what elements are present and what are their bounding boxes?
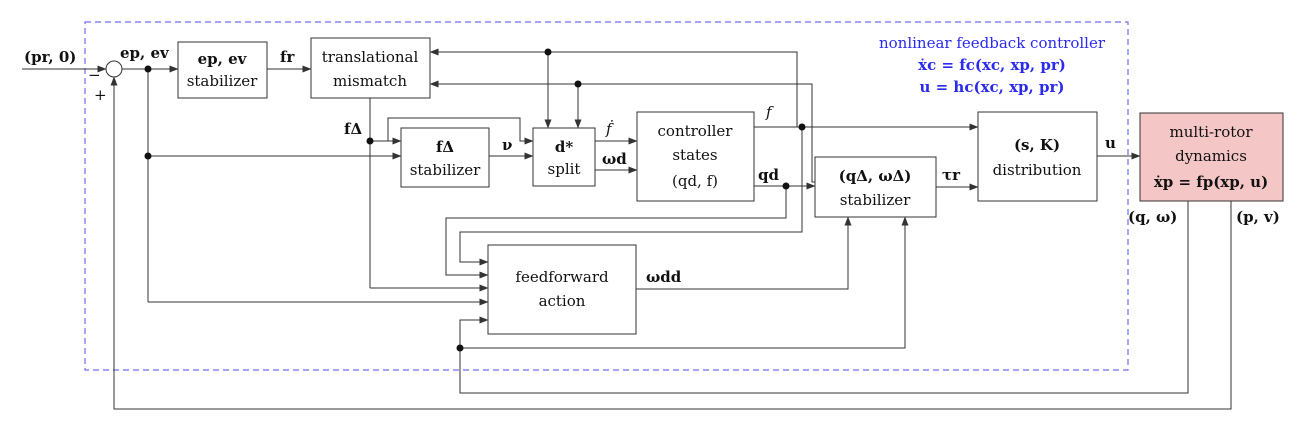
svg-text:multi-rotor: multi-rotor [1169,123,1253,141]
svg-text:stabilizer: stabilizer [840,191,911,209]
ep-ev-stabilizer-block: ep, ev stabilizer [177,41,268,99]
svg-text:split: split [548,160,581,178]
svg-text:d*: d* [555,138,573,156]
translational-mismatch-block: translational mismatch [310,37,431,99]
q-omega-label: (q, ω) [1128,208,1177,226]
f-dot-label: ḟ [605,120,614,138]
u-label: u [1105,134,1116,152]
nu-label: ν [502,136,512,154]
omega-dd-label: ωdd [646,268,682,286]
q-omega-stabilizer-block: (qΔ, ωΔ) stabilizer [814,156,937,218]
junction-dots [144,48,806,352]
f-label: f [765,103,774,121]
controller-states-block: controller states (qd, f) [636,111,755,202]
svg-text:stabilizer: stabilizer [187,72,258,90]
svg-text:(qd, f): (qd, f) [672,172,718,190]
feedforward-action-block: feedforward action [487,244,637,335]
svg-text:(s, K): (s, K) [1014,136,1060,154]
multi-rotor-dynamics-block: multi-rotor dynamics ẋp = fp(xp, u) [1139,112,1284,202]
svg-text:mismatch: mismatch [333,72,407,90]
svg-text:translational: translational [322,48,419,66]
f-delta-stabilizer-block: fΔ stabilizer [400,127,490,188]
svg-text:dynamics: dynamics [1175,147,1247,165]
f-delta-label: fΔ [344,120,362,138]
distribution-block: (s, K) distribution [977,111,1098,202]
controller-output-equation: u = hc(xc, xp, pr) [920,78,1065,96]
qd-label: qd [758,166,779,184]
summing-junction [105,60,123,78]
controller-boundary [84,21,1129,371]
plus-sign: + [94,86,107,104]
svg-text:ẋp = fp(xp, u): ẋp = fp(xp, u) [1154,173,1268,191]
controller-title: nonlinear feedback controller [879,34,1106,52]
svg-text:(qΔ, ωΔ): (qΔ, ωΔ) [839,167,912,185]
reference-label: (pr, 0) [24,48,76,66]
svg-text:fΔ: fΔ [436,138,454,156]
svg-text:stabilizer: stabilizer [410,161,481,179]
fr-label: fr [280,48,295,66]
minus-sign: − [88,66,101,84]
tau-r-label: τr [942,166,961,184]
svg-text:states: states [672,146,717,164]
controller-state-equation: ẋc = fc(xc, xp, pr) [918,56,1066,74]
omega-d-label: ωd [602,150,627,168]
d-split-block: d* split [532,127,596,187]
svg-text:action: action [539,292,586,310]
error-label: ep, ev [120,44,170,62]
svg-text:controller: controller [658,122,734,140]
signal-wires [22,48,1232,410]
svg-text:distribution: distribution [993,161,1082,179]
p-v-label: (p, v) [1236,208,1280,226]
svg-text:feedforward: feedforward [515,268,609,286]
svg-text:ep, ev: ep, ev [198,50,248,68]
